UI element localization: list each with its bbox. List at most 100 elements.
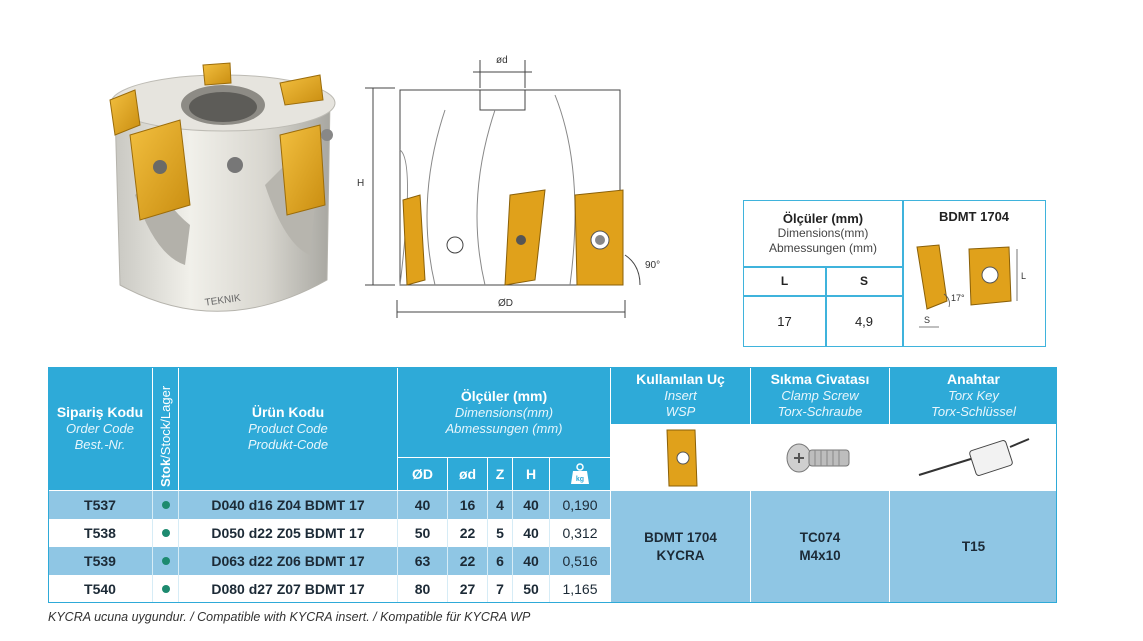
product-code-title: Ürün Kodu	[251, 404, 325, 420]
angle-label: 90°	[645, 260, 661, 271]
insert-dims-title-de: Abmessungen (mm)	[768, 241, 878, 255]
weight-icon: kg	[571, 463, 589, 484]
screw-value-line2: M4x10	[799, 548, 841, 563]
screw-title: Sıkma Civatası	[770, 371, 870, 387]
dim-h-cell: 40	[523, 553, 539, 569]
dimensions-en: Dimensions(mm)	[454, 404, 554, 420]
dim-z-cell: 7	[496, 581, 504, 597]
screw-icon	[786, 443, 850, 472]
dim-d-cell: 22	[459, 553, 476, 569]
weight-cell: 0,190	[562, 497, 598, 513]
insert-dims-title: Ölçüler (mm)	[782, 211, 864, 226]
h-label: H	[357, 178, 365, 189]
col-s-header: S	[859, 274, 868, 288]
order-code-de: Best.-Nr.	[74, 437, 126, 452]
product-table: Sipariş Kodu Order Code Best.-Nr. Stok/S…	[48, 367, 1057, 603]
weight-cell: 0,312	[562, 525, 598, 541]
col-header-z: Z	[488, 458, 512, 490]
stock-dot	[161, 585, 170, 593]
stock-header-label: Stok/Stock/Lager	[158, 386, 173, 487]
dim-h-cell: 40	[523, 525, 539, 541]
insert-en: Insert	[664, 388, 697, 403]
key-image-cell	[890, 425, 1057, 490]
insert-value-line2: KYCRA	[656, 548, 705, 563]
insert-dims-title-en: Dimensions(mm)	[777, 226, 869, 240]
col-header-h: H	[513, 458, 549, 490]
diagram-angle: 17°	[951, 293, 965, 303]
dim-D-cell: 63	[414, 553, 431, 569]
dim-z-cell: 5	[496, 525, 504, 541]
screw-en: Clamp Screw	[781, 388, 859, 403]
stock-title: Stok	[158, 458, 173, 487]
key-value-cell: T15	[890, 491, 1057, 603]
technical-drawing: ød H ØD 90°	[355, 50, 685, 325]
order-code-cell: T540	[84, 581, 116, 597]
order-code-title: Sipariş Kodu	[56, 404, 144, 420]
screw-de: Torx-Schraube	[777, 404, 863, 419]
product-code-cell: D063 d22 Z06 BDMT 17	[211, 553, 365, 569]
od-label: ød	[496, 55, 508, 66]
val-l: 17	[777, 313, 792, 329]
product-code-cell: D080 d27 Z07 BDMT 17	[211, 581, 365, 597]
row-bg-2	[48, 519, 610, 547]
screw-value-cell: TC074 M4x10	[751, 491, 889, 603]
order-code-cell: T538	[84, 525, 116, 541]
diagram-l: L	[1021, 271, 1026, 281]
dim-h-cell: 50	[523, 581, 539, 597]
insert-left	[129, 119, 191, 221]
key-title: Anahtar	[947, 371, 1000, 387]
product-code-cell: D040 d16 Z04 BDMT 17	[211, 497, 365, 513]
stock-cell	[153, 519, 178, 547]
diagram-s: S	[924, 315, 930, 325]
brand-engraving: TEKNIK	[204, 293, 242, 309]
insert-de: WSP	[665, 404, 696, 419]
key-en: Torx Key	[948, 388, 999, 403]
stock-dot	[161, 501, 170, 509]
insert-icon	[665, 429, 698, 486]
insert-title: Kullanılan Uç	[636, 371, 725, 387]
stock-header	[153, 367, 178, 490]
product-code-cell: D050 d22 Z05 BDMT 17	[211, 525, 365, 541]
footer-note: KYCRA ucuna uygundur. / Compatible with …	[48, 610, 531, 624]
milling-cutter-photo: TEKNIK	[109, 62, 336, 312]
stock-cell	[153, 575, 178, 603]
key-de: Torx-Schlüssel	[931, 404, 1016, 419]
stock-title-rest: /Stock/Lager	[158, 385, 173, 459]
weight-icon-label: kg	[576, 476, 584, 483]
product-code-de: Produkt-Code	[247, 437, 329, 452]
insert-diagram: 17° S L	[916, 244, 1026, 328]
stock-cell	[153, 491, 178, 519]
order-code-en: Order Code	[66, 421, 134, 436]
dim-D-cell: 50	[414, 525, 431, 541]
order-code-header: Sipariş Kodu Order Code Best.-Nr.	[48, 367, 152, 490]
dimensions-de: Abmessungen (mm)	[445, 420, 563, 436]
screw-image-cell	[751, 425, 889, 490]
insert-image-cell	[611, 425, 750, 490]
col-header-D: ØD	[398, 458, 447, 490]
screw-value-line1: TC074	[799, 530, 841, 545]
key-header: Anahtar Torx Key Torx-Schlüssel	[890, 367, 1057, 424]
dim-D-cell: 80	[414, 581, 431, 597]
order-code-cell: T537	[84, 497, 116, 513]
weight-cell: 1,165	[562, 581, 598, 597]
dim-z-cell: 4	[496, 497, 504, 513]
row-bg-3	[48, 547, 610, 575]
dim-d-cell: 22	[459, 525, 476, 541]
insert-value-cell: BDMT 1704 KYCRA	[611, 491, 750, 603]
torx-key-icon	[918, 437, 1029, 476]
order-code-cell: T539	[84, 553, 116, 569]
dimensions-header: Ölçüler (mm) Dimensions(mm) Abmessungen …	[398, 367, 610, 457]
row-bg-1	[48, 491, 610, 519]
product-code-en: Product Code	[248, 421, 328, 436]
row-bg-4	[48, 575, 610, 603]
weight-cell: 0,516	[562, 553, 598, 569]
dim-D-cell: 40	[414, 497, 431, 513]
col-l-header: L	[780, 274, 789, 288]
product-code-header: Ürün Kodu Product Code Produkt-Code	[179, 367, 397, 490]
dim-d-cell: 16	[459, 497, 476, 513]
col-header-weight: kg	[550, 458, 610, 490]
dim-d-cell: 27	[459, 581, 476, 597]
val-s: 4,9	[854, 313, 874, 329]
stock-dot	[161, 557, 170, 565]
drawing-lines	[365, 60, 641, 318]
